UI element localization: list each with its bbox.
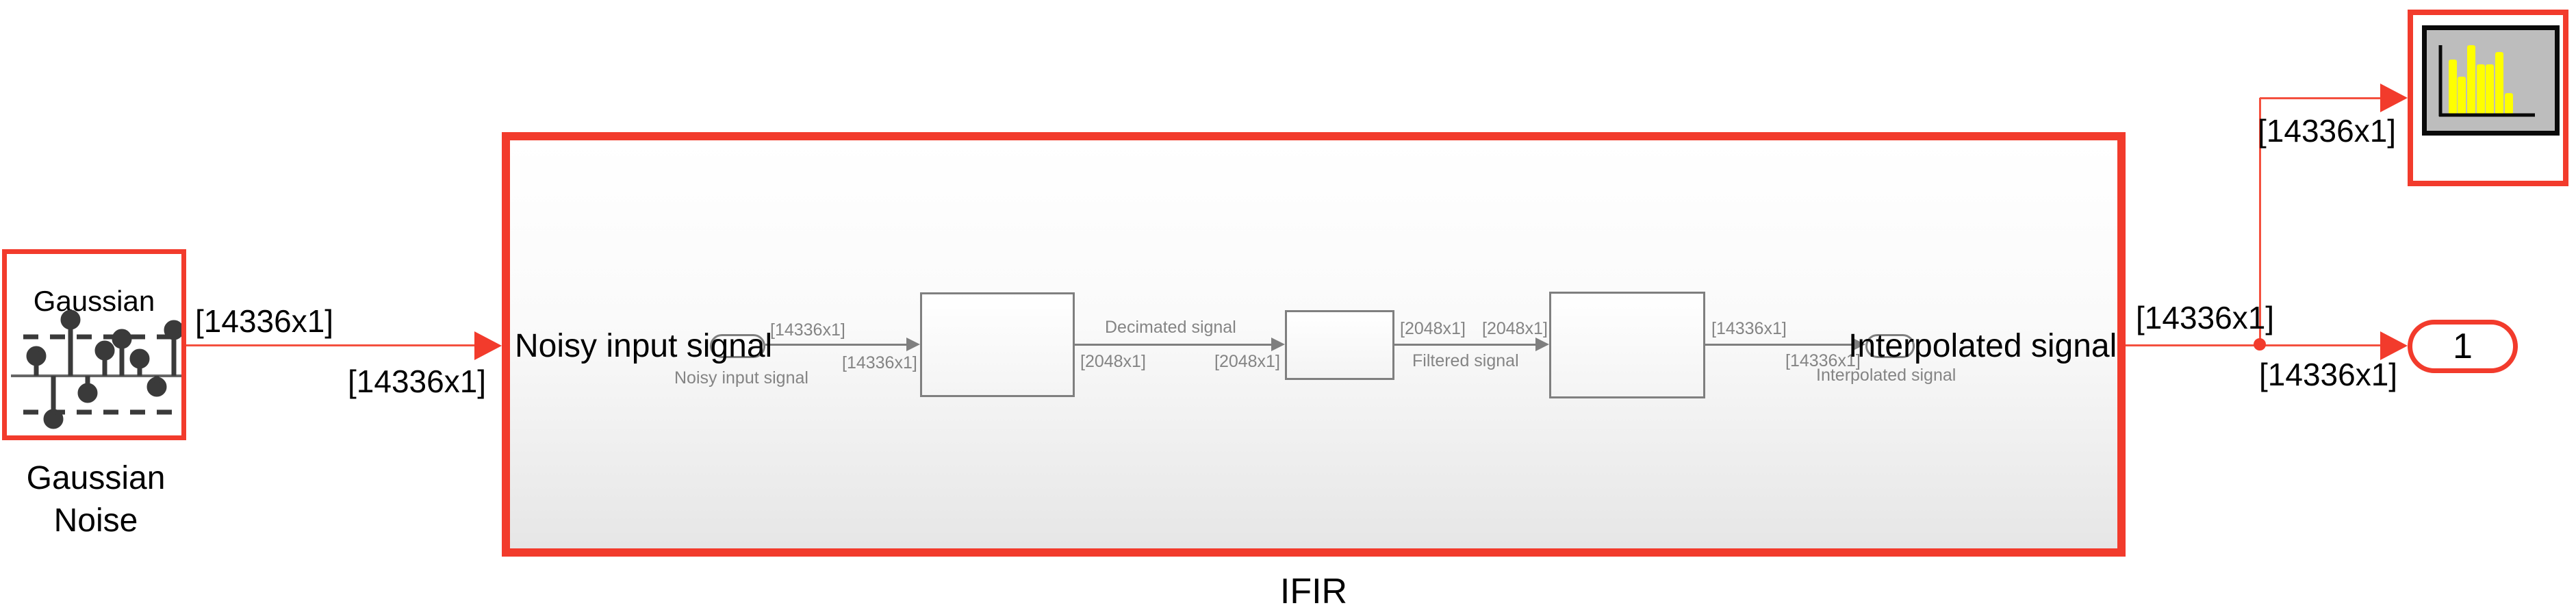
preview-dim-label: [2048x1] [1214, 352, 1280, 371]
signal-branch-vertical[interactable] [2259, 98, 2261, 346]
outport-block[interactable]: 1 [2408, 320, 2518, 373]
signal-arrowhead-icon [2380, 84, 2408, 112]
preview-dim-label: [14336x1] [1785, 351, 1861, 370]
signal-dim-label: [14336x1] [2258, 113, 2397, 149]
signal-dim-label: [14336x1] [2259, 357, 2398, 392]
branch-point-dot[interactable] [2254, 338, 2266, 351]
preview-signal-line [1394, 344, 1535, 346]
preview-interpolation-filter-block [1549, 292, 1705, 398]
signal-dim-label: [14336x1] [348, 364, 487, 399]
signal-line-ifir-to-outport[interactable] [2126, 344, 2380, 346]
preview-dim-label: [2048x1] [1080, 352, 1146, 371]
preview-signal-name: Filtered signal [1412, 351, 1519, 370]
preview-dim-label: [14336x1] [1711, 319, 1787, 338]
preview-inport [710, 334, 765, 358]
preview-signal-line [765, 344, 906, 346]
preview-filter-block [1285, 310, 1394, 380]
stem-plot-icon [11, 309, 181, 429]
signal-branch-to-scope[interactable] [2260, 97, 2380, 99]
preview-signal-name: Noisy input signal [674, 368, 808, 387]
preview-arrowhead-icon [906, 338, 920, 351]
preview-dim-label: [14336x1] [842, 353, 917, 372]
preview-signal-name: Interpolated signal [1816, 366, 1956, 385]
preview-arrowhead-icon [1271, 338, 1285, 351]
preview-signal-name: Decimated signal [1105, 318, 1236, 337]
preview-dim-label: [2048x1] [1400, 319, 1466, 338]
preview-signal-line [1705, 344, 1852, 346]
preview-dim-label: [14336x1] [770, 320, 845, 340]
preview-signal-line [1075, 344, 1271, 346]
preview-arrowhead-icon [1852, 338, 1865, 351]
histogram-icon [2422, 25, 2560, 136]
gaussian-noise-block[interactable]: Gaussian [2, 249, 186, 440]
preview-decimation-filter-block [920, 292, 1075, 397]
signal-arrowhead-icon [2380, 331, 2408, 360]
preview-arrowhead-icon [1535, 338, 1549, 351]
signal-dim-label: [14336x1] [2136, 300, 2275, 335]
gaussian-noise-block-name[interactable]: Gaussian Noise [26, 460, 166, 539]
gaussian-icon-label: Gaussian [33, 285, 155, 317]
signal-arrowhead-icon [474, 331, 502, 360]
ifir-outport-label: Interpolated signal [1848, 328, 2117, 364]
preview-outport [1865, 334, 1915, 358]
ifir-inport-label: Noisy input signal [515, 328, 773, 364]
preview-dim-label: [2048x1] [1482, 319, 1548, 338]
ifir-block-name[interactable]: IFIR [1279, 572, 1348, 610]
outport-number: 1 [2453, 327, 2473, 366]
signal-line-source-to-ifir[interactable] [186, 344, 474, 346]
signal-dim-label: [14336x1] [195, 303, 334, 339]
